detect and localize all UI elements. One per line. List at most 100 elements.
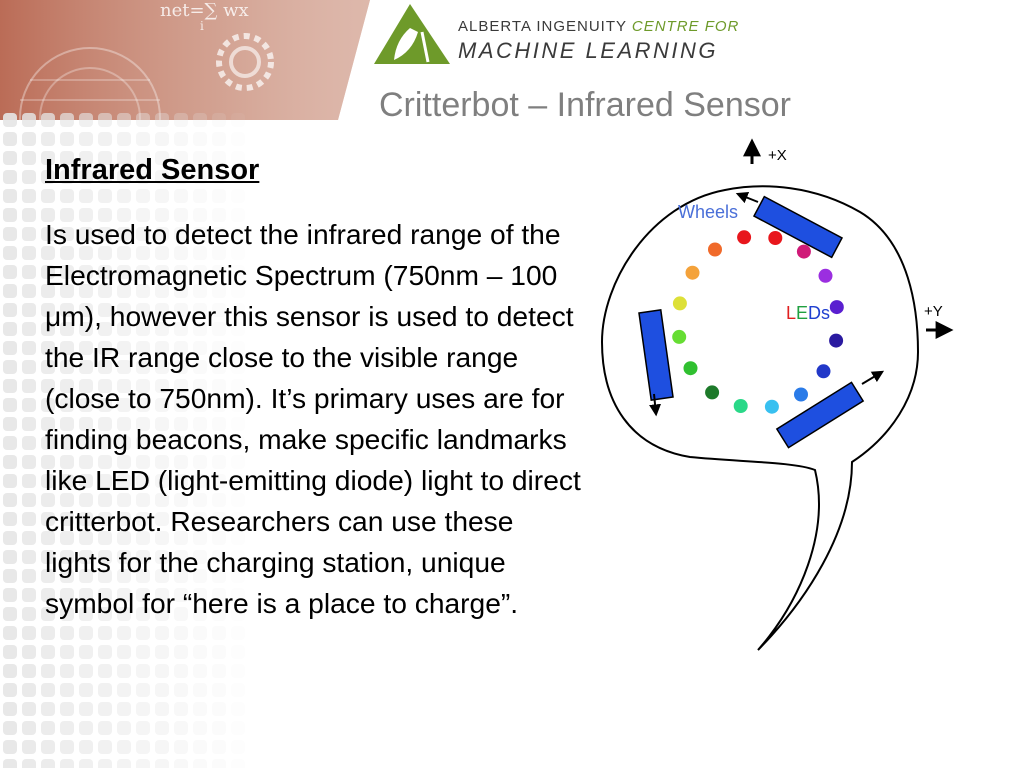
background-dot	[136, 417, 150, 431]
background-dot	[41, 132, 55, 146]
background-dot	[155, 189, 169, 203]
background-dot	[60, 341, 74, 355]
background-dot	[79, 417, 93, 431]
background-dot	[117, 607, 131, 621]
background-dot	[79, 474, 93, 488]
background-dot	[3, 170, 17, 184]
background-dot	[22, 341, 36, 355]
background-dot	[136, 151, 150, 165]
background-dot	[117, 398, 131, 412]
background-dot	[98, 759, 112, 768]
background-dot	[174, 569, 188, 583]
background-dot	[117, 474, 131, 488]
background-dot	[41, 436, 55, 450]
background-dot	[174, 284, 188, 298]
x-axis-label: +X	[768, 147, 787, 164]
background-dot	[136, 436, 150, 450]
background-dot	[231, 322, 245, 336]
background-dot	[136, 303, 150, 317]
background-dot	[79, 322, 93, 336]
background-dot	[174, 493, 188, 507]
background-dot	[41, 702, 55, 716]
background-dot	[79, 379, 93, 393]
background-dot	[155, 664, 169, 678]
background-dot	[231, 398, 245, 412]
background-dot	[3, 151, 17, 165]
background-dot	[155, 531, 169, 545]
background-dot	[193, 588, 207, 602]
background-dot	[136, 474, 150, 488]
background-dot	[22, 322, 36, 336]
background-dot	[22, 284, 36, 298]
background-dot	[212, 645, 226, 659]
background-dot	[212, 550, 226, 564]
background-dot	[41, 550, 55, 564]
background-dot	[3, 246, 17, 260]
leds-label-d: D	[808, 303, 821, 323]
background-dot	[41, 284, 55, 298]
header-formula: net=∑ wx	[160, 0, 249, 21]
background-dot	[174, 341, 188, 355]
background-dot	[41, 531, 55, 545]
background-dot	[60, 360, 74, 374]
y-axis-label: +Y	[924, 303, 943, 320]
background-dot	[41, 607, 55, 621]
background-dot	[136, 189, 150, 203]
background-dot	[136, 341, 150, 355]
background-dot	[60, 417, 74, 431]
background-dot	[3, 284, 17, 298]
background-dot	[98, 170, 112, 184]
wheel-left	[638, 309, 674, 401]
background-dot	[41, 322, 55, 336]
background-dot	[98, 379, 112, 393]
background-dot	[174, 512, 188, 526]
background-dot	[155, 512, 169, 526]
background-dot	[117, 550, 131, 564]
background-dot	[155, 246, 169, 260]
background-dot	[79, 721, 93, 735]
background-dot	[155, 265, 169, 279]
led-dot	[816, 364, 831, 379]
background-dot	[60, 265, 74, 279]
background-dot	[155, 417, 169, 431]
background-dot	[22, 151, 36, 165]
background-dot	[22, 569, 36, 583]
background-dot	[98, 132, 112, 146]
led-dot	[829, 333, 844, 348]
background-dot	[174, 398, 188, 412]
background-dot	[3, 683, 17, 697]
background-dot	[212, 265, 226, 279]
background-dot	[41, 227, 55, 241]
background-dot	[136, 227, 150, 241]
background-dot	[98, 474, 112, 488]
background-dot	[193, 379, 207, 393]
background-dot	[117, 417, 131, 431]
background-dot	[117, 512, 131, 526]
background-dot	[193, 474, 207, 488]
background-dot	[22, 170, 36, 184]
background-dot	[231, 493, 245, 507]
background-dot	[193, 569, 207, 583]
background-dot	[174, 303, 188, 317]
background-dot	[98, 493, 112, 507]
background-dot	[3, 417, 17, 431]
background-dot	[22, 493, 36, 507]
background-dot	[60, 189, 74, 203]
background-dot	[3, 303, 17, 317]
led-dot	[737, 230, 752, 245]
background-dot	[41, 189, 55, 203]
background-dot	[117, 322, 131, 336]
background-dot	[41, 645, 55, 659]
background-dot	[60, 702, 74, 716]
background-dot	[60, 398, 74, 412]
background-dot	[98, 341, 112, 355]
background-dot	[174, 170, 188, 184]
background-dot	[60, 626, 74, 640]
background-dot	[3, 759, 17, 768]
background-dot	[193, 607, 207, 621]
background-dot	[174, 151, 188, 165]
background-dot	[60, 170, 74, 184]
background-dot	[136, 702, 150, 716]
background-dot	[41, 474, 55, 488]
